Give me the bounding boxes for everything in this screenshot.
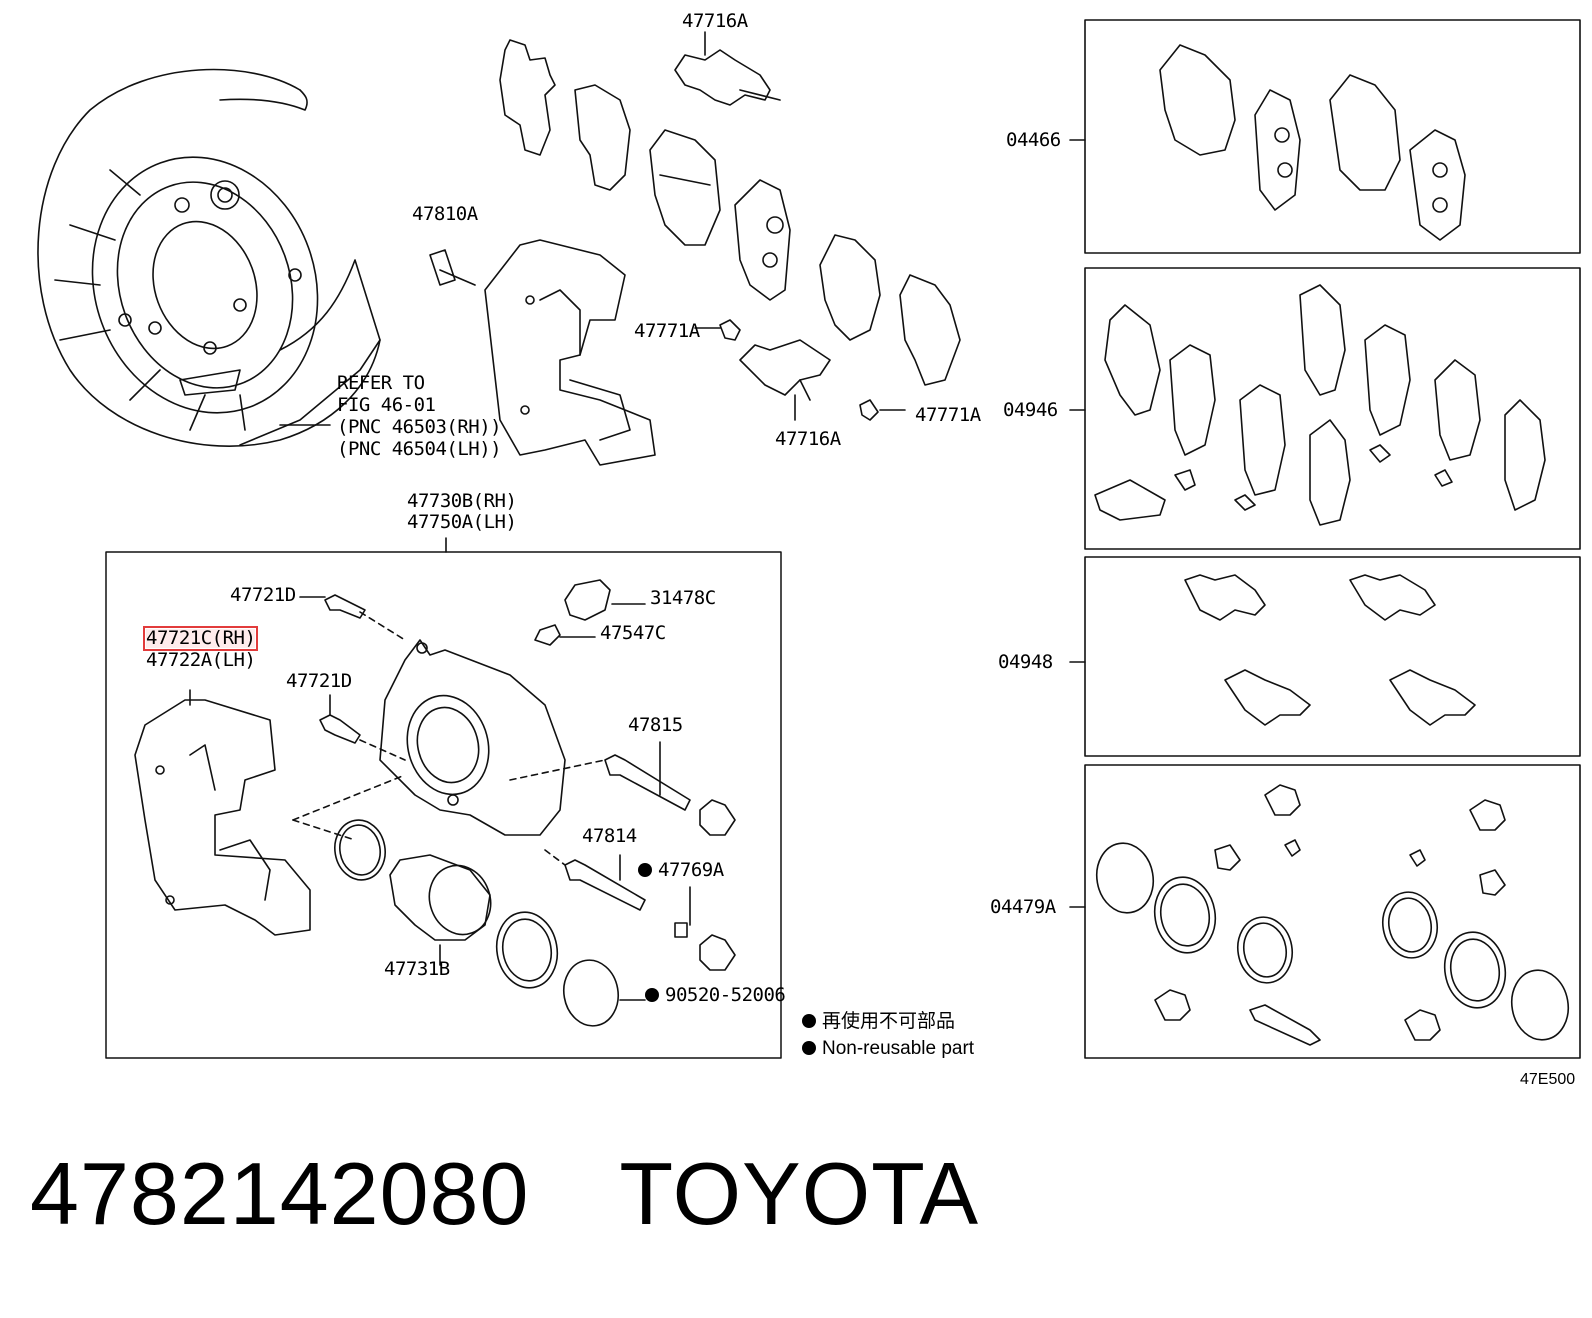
label-kit-04948: 04948	[998, 651, 1053, 673]
caliper-assembly-frame	[105, 551, 782, 1059]
legend-line-english-text: Non-reusable part	[822, 1038, 975, 1059]
label-47716A-top: 47716A	[682, 10, 748, 32]
legend-line-english: Non-reusable part	[802, 1039, 974, 1058]
label-47731B: 47731B	[384, 958, 450, 980]
top-pads-illustration	[499, 31, 961, 421]
label-31478C: 31478C	[650, 587, 716, 609]
label-47750A-lh: 47750A(LH)	[407, 511, 517, 533]
legend-dot-icon	[802, 1041, 816, 1055]
legend-line-japanese-text: 再使用不可部品	[822, 1011, 956, 1032]
label-kit-04479A: 04479A	[990, 896, 1056, 918]
label-47810A: 47810A	[412, 203, 478, 225]
legend-dot-icon	[802, 1014, 816, 1028]
label-47730B-rh: 47730B(RH)	[407, 490, 517, 512]
caliper-bracket-top-illustration	[429, 239, 656, 466]
caliper-assembly-illustration	[134, 579, 736, 1027]
refer-line-3: (PNC 46503(RH))	[337, 416, 502, 438]
label-47771A-right: 47771A	[915, 404, 981, 426]
refer-line-1: REFER TO	[337, 372, 425, 394]
label-90520-52006: 90520-52006	[645, 984, 786, 1006]
label-47721C-rh-highlighted[interactable]: 47721C(RH)	[142, 626, 259, 651]
legend-line-japanese: 再使用不可部品	[802, 1012, 955, 1031]
label-kit-04946: 04946	[1003, 399, 1058, 421]
non-reusable-dot-icon	[645, 988, 659, 1002]
label-90520-text: 90520-52006	[665, 984, 786, 1006]
dust-shield-illustration	[37, 68, 381, 447]
label-47814: 47814	[582, 825, 637, 847]
label-47815: 47815	[628, 714, 683, 736]
non-reusable-dot-icon	[638, 863, 652, 877]
kit-04946-illustration	[1094, 284, 1546, 526]
kit-04948-illustration	[1184, 574, 1476, 726]
kit-04479A-illustration	[1095, 784, 1570, 1046]
label-47722A-lh: 47722A(LH)	[146, 649, 256, 671]
part-number: 4782142080	[30, 1144, 530, 1243]
label-47769A: 47769A	[638, 861, 724, 880]
figure-code: 47E500	[1520, 1071, 1576, 1088]
label-47716A-bottom: 47716A	[775, 428, 841, 450]
label-47721D-mid: 47721D	[286, 670, 352, 692]
refer-line-4: (PNC 46504(LH))	[337, 438, 502, 460]
refer-line-2: FIG 46-01	[337, 394, 436, 416]
label-47771A-left: 47771A	[634, 320, 700, 342]
label-47721D-top: 47721D	[230, 584, 296, 606]
label-47769A-text: 47769A	[658, 859, 724, 881]
kit-04466-illustration	[1159, 44, 1466, 241]
label-47547C: 47547C	[600, 622, 666, 644]
label-kit-04466: 04466	[1006, 129, 1061, 151]
brand-name: TOYOTA	[619, 1144, 980, 1243]
